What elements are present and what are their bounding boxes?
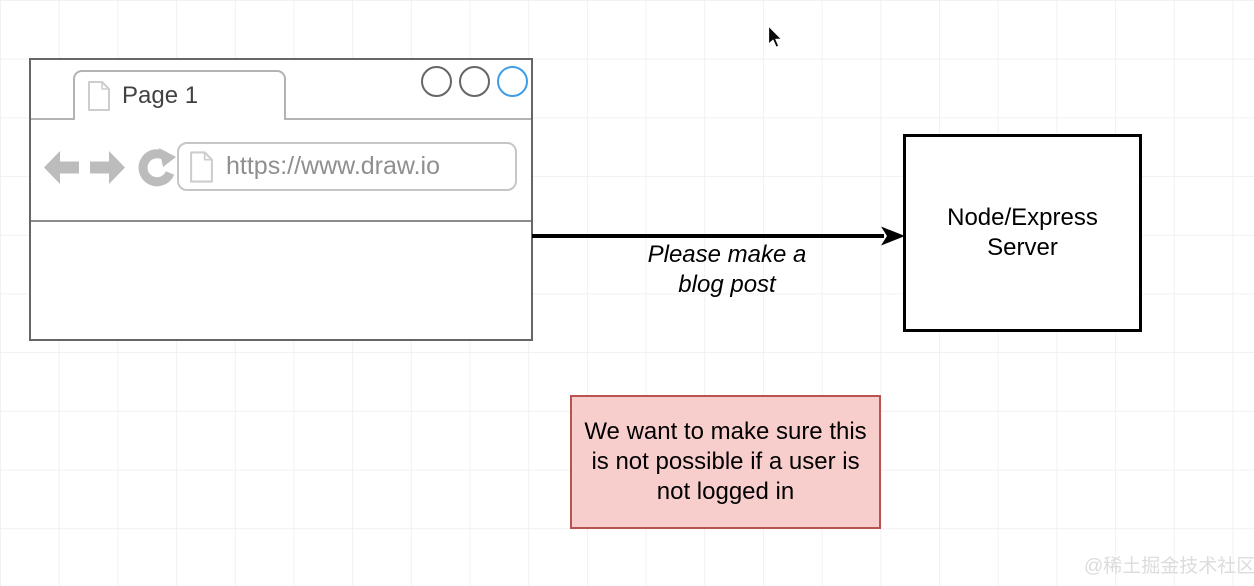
note-line2: is not possible if a user is	[591, 448, 860, 475]
watermark: @稀土掘金技术社区	[1084, 556, 1254, 577]
browser-nav-icons	[43, 147, 176, 188]
window-buttons	[421, 66, 528, 97]
note-line3: not logged in	[656, 478, 795, 505]
mouse-cursor-icon	[767, 25, 783, 48]
server-box-label-line2: Server	[987, 234, 1058, 261]
browser-tab[interactable]: Page 1	[73, 70, 286, 120]
browser-mockup-window[interactable]: Page 1	[29, 58, 533, 341]
url-text: https://www.draw.io	[226, 152, 440, 180]
window-circle-button[interactable]	[421, 66, 452, 97]
note-box[interactable]: We want to make sure this is not possibl…	[570, 395, 881, 529]
server-box[interactable]: Node/Express Server	[903, 134, 1142, 332]
url-page-icon	[189, 150, 214, 183]
request-arrow[interactable]	[531, 223, 907, 249]
refresh-icon[interactable]	[135, 147, 176, 188]
page-document-icon	[87, 81, 111, 111]
server-box-label-line1: Node/Express	[947, 204, 1098, 231]
request-arrow-label-line2: blog post	[678, 271, 776, 298]
url-bar[interactable]: https://www.draw.io	[177, 142, 517, 191]
request-arrow-label-line1: Please make a	[647, 241, 807, 268]
note-line1: We want to make sure this	[584, 418, 867, 445]
request-arrow-label: Please make a blog post	[577, 240, 877, 300]
tab-label: Page 1	[122, 82, 199, 109]
toolbar-divider	[31, 220, 531, 222]
window-circle-button[interactable]	[459, 66, 490, 97]
back-icon[interactable]	[43, 150, 80, 185]
window-circle-button-blue[interactable]	[497, 66, 528, 97]
forward-icon[interactable]	[89, 150, 126, 185]
